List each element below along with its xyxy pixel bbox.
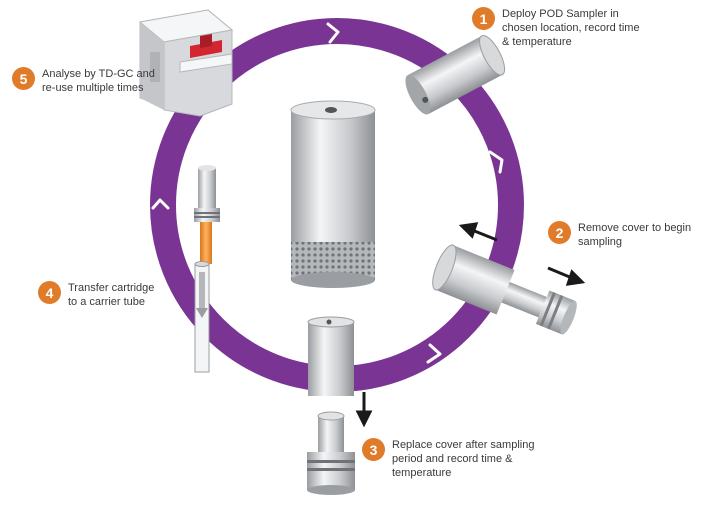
chevron-icon — [426, 343, 442, 364]
step-text-line: & temperature — [502, 36, 572, 48]
step-text-line: Remove cover to begin — [578, 222, 692, 234]
step-1: 1 Deploy POD Sampler in chosen location,… — [472, 7, 640, 49]
chevron-icon — [236, 370, 250, 388]
step-description: Remove cover to begin sampling — [578, 221, 691, 249]
step-text-line: period and record time & — [392, 453, 513, 465]
step-3: 3 Replace cover after sampling period an… — [362, 438, 534, 480]
step-description: Analyse by TD-GC and re-use multiple tim… — [42, 67, 155, 95]
step-text-line: sampling — [578, 236, 623, 248]
step-number-badge: 3 — [362, 438, 385, 461]
step-text-line: temperature — [392, 467, 452, 479]
step-number-badge: 5 — [12, 67, 35, 90]
step-text-line: Deploy POD Sampler in — [502, 8, 619, 20]
step-4: 4 Transfer cartridge to a carrier tube — [38, 281, 154, 309]
step-text-line: Analyse by TD-GC and — [42, 68, 155, 80]
direction-chevrons — [151, 22, 504, 388]
chevron-icon — [488, 150, 504, 174]
pod-sampler-center — [290, 100, 376, 288]
replace-arrow — [355, 392, 373, 428]
step-text-line: Transfer cartridge — [68, 282, 155, 294]
step-description: Transfer cartridge to a carrier tube — [68, 281, 154, 309]
step-2: 2 Remove cover to begin sampling — [548, 221, 691, 249]
pod-sampler-step-1 — [405, 34, 506, 115]
step-text-line: Replace cover after sampling — [392, 439, 535, 451]
step-text-line: chosen location, record time — [502, 22, 640, 34]
cartridge-step-4 — [194, 165, 220, 373]
step-text-line: to a carrier tube — [68, 296, 146, 308]
td-gc-instrument — [138, 9, 234, 117]
step-number-badge: 4 — [38, 281, 61, 304]
step-number-badge: 1 — [472, 7, 495, 30]
pod-sampler-step-3 — [307, 316, 355, 495]
step-5: 5 Analyse by TD-GC and re-use multiple t… — [12, 67, 155, 95]
pod-sampler-step-2 — [432, 244, 577, 335]
remove-arrows — [458, 222, 586, 286]
chevron-icon — [151, 198, 170, 210]
step-text-line: re-use multiple times — [42, 82, 144, 94]
step-description: Deploy POD Sampler in chosen location, r… — [502, 7, 640, 49]
step-number-badge: 2 — [548, 221, 571, 244]
step-description: Replace cover after sampling period and … — [392, 438, 534, 480]
chevron-icon — [326, 22, 340, 44]
